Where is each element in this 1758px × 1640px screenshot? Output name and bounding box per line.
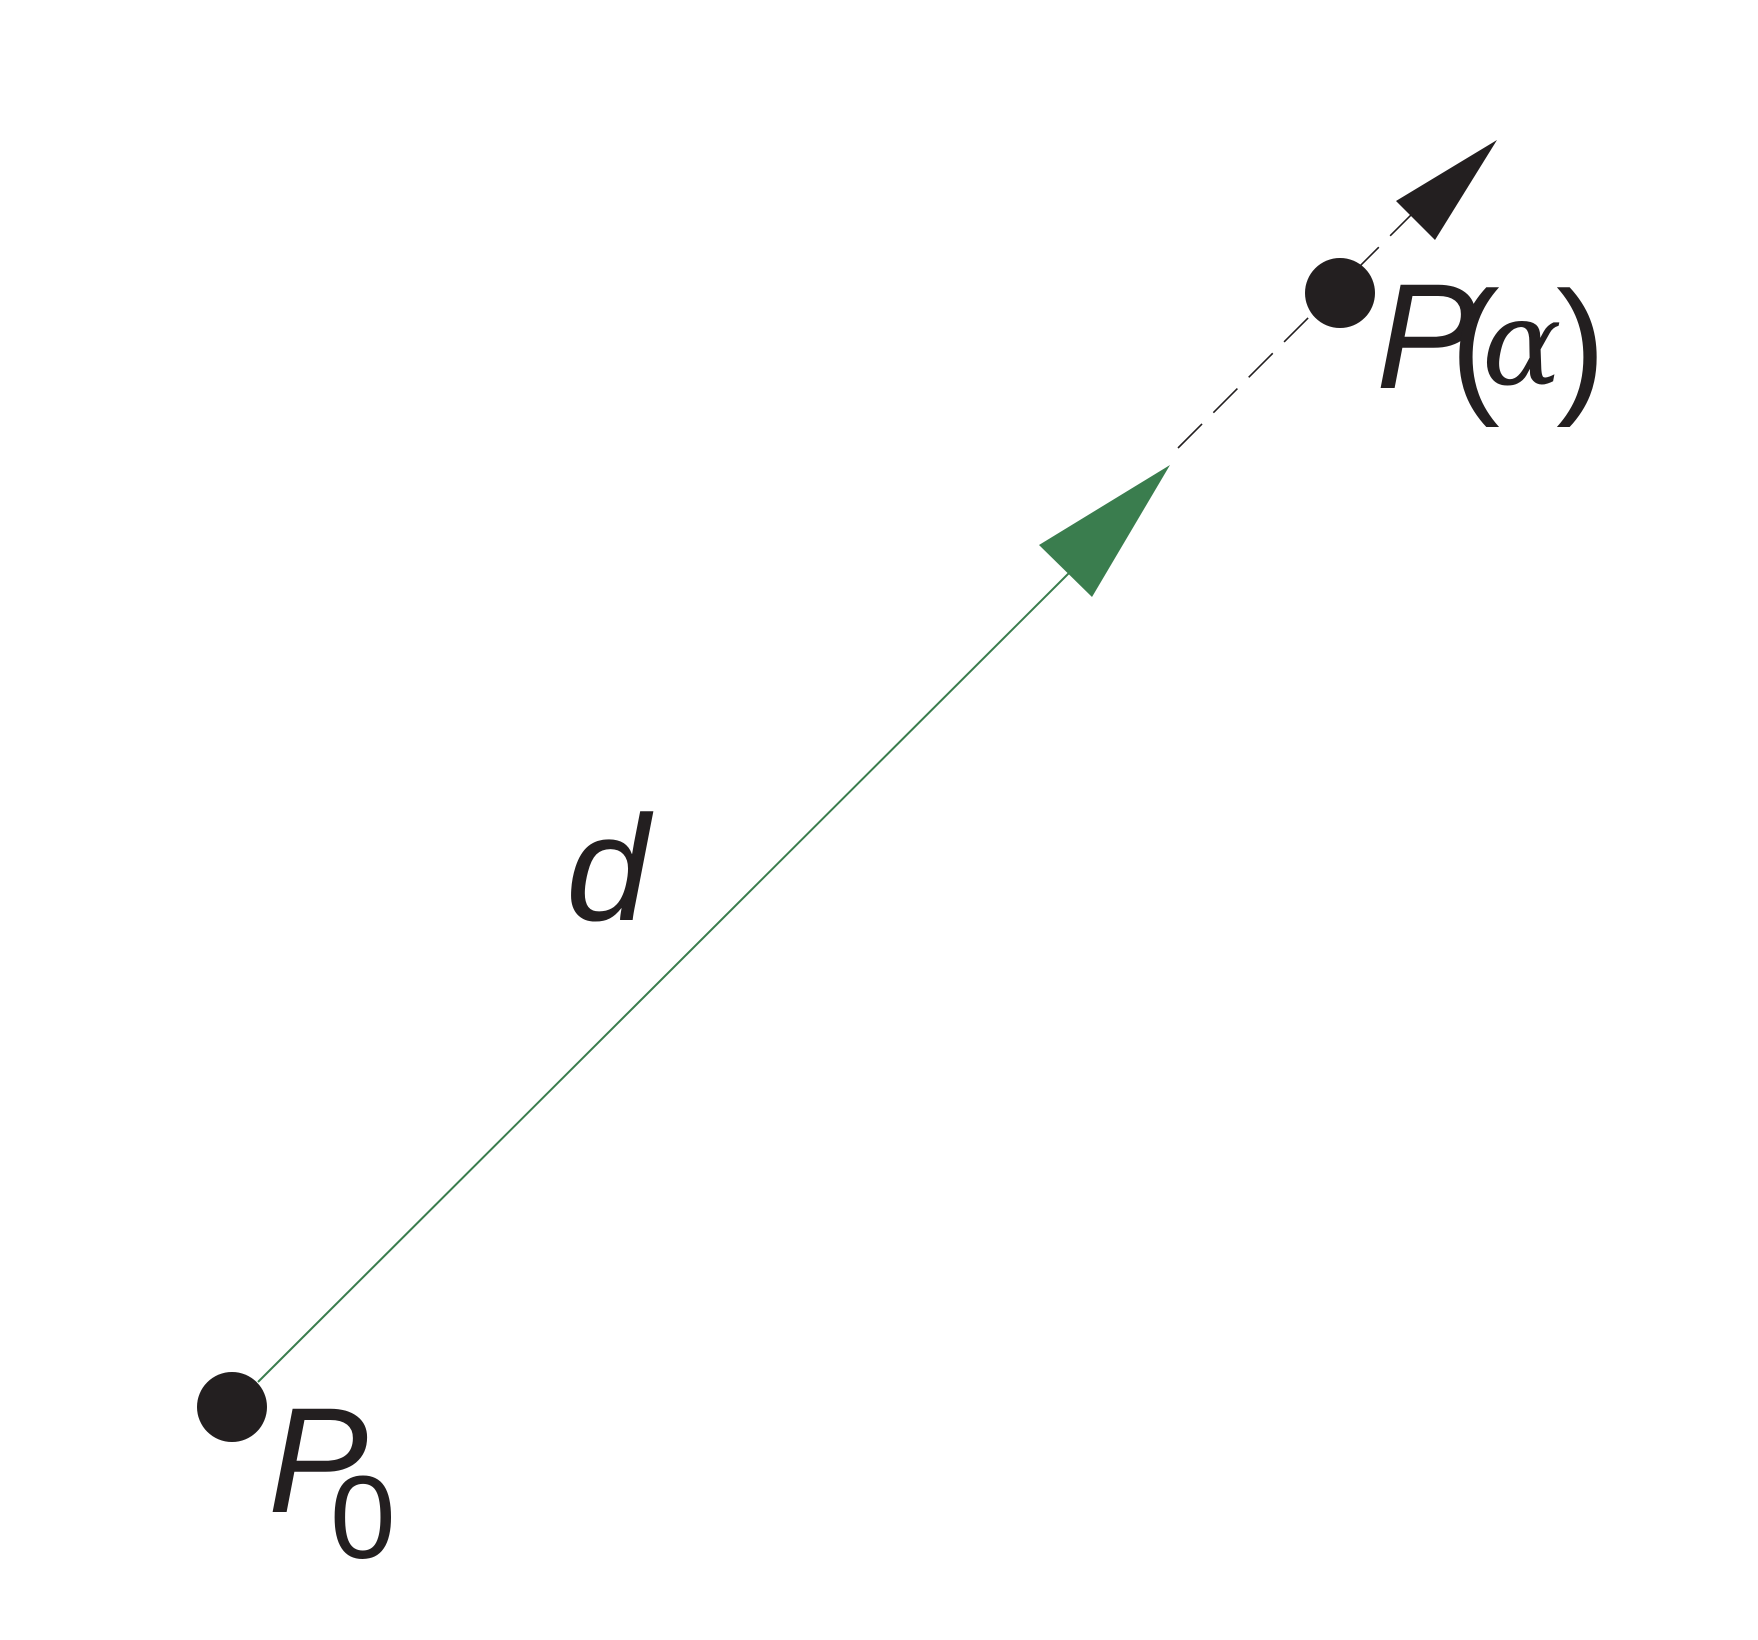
ray-arrowhead [1396, 140, 1497, 240]
direction-vector-arrowhead [1039, 465, 1170, 597]
label-p0-subscript: 0 [330, 1452, 396, 1584]
label-p-alpha-close-paren: ) [1556, 260, 1606, 428]
ray-dashed-line [1177, 207, 1419, 449]
label-p0-main: P [268, 1376, 368, 1544]
point-p-alpha [1305, 258, 1375, 328]
label-p-alpha-open-paren: ( [1450, 260, 1500, 428]
label-p-alpha-variable: α [1482, 274, 1562, 412]
label-p-alpha-main: P [1376, 252, 1476, 420]
point-p0 [197, 1372, 267, 1442]
label-d: d [566, 784, 654, 952]
direction-vector-line [257, 569, 1073, 1383]
